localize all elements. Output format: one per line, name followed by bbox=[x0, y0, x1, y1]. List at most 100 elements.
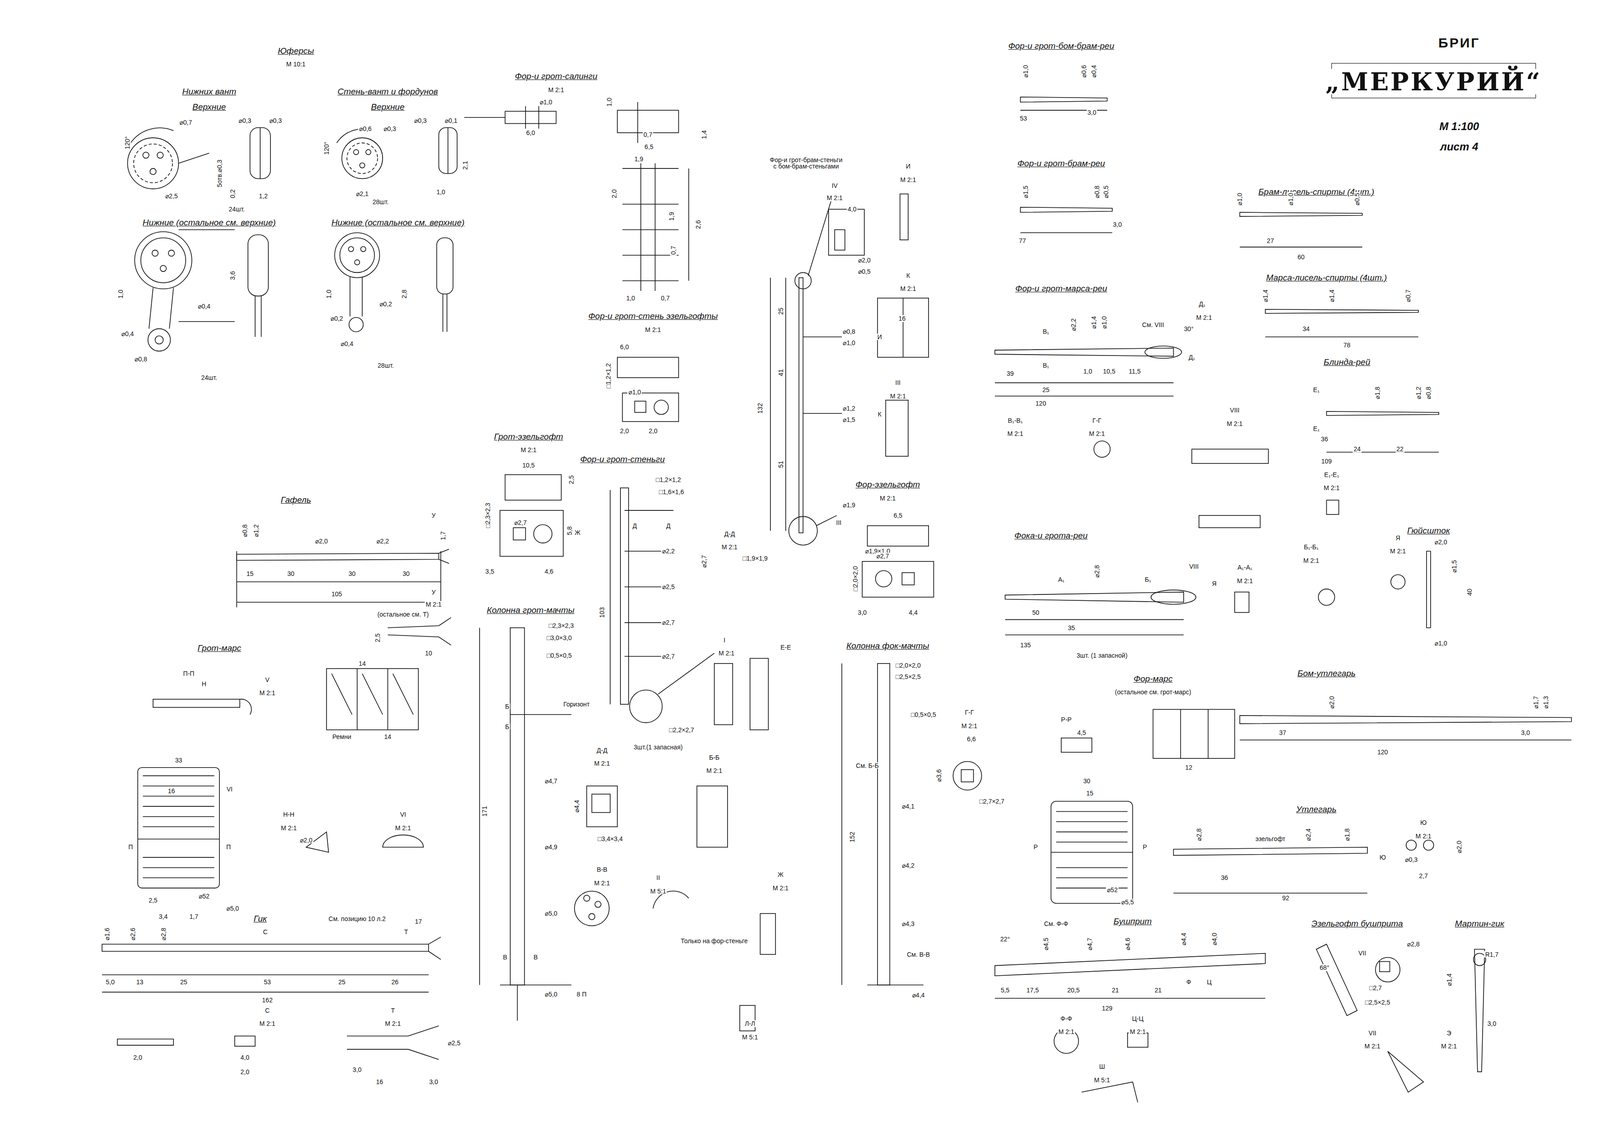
dimension-label: 1,0 bbox=[625, 294, 636, 302]
dimension-label: II bbox=[655, 874, 662, 882]
part-name: Нижних вант bbox=[181, 87, 238, 97]
part-name: Фор-и грот-стеньги bbox=[579, 454, 666, 464]
dimension-label: 3,0 bbox=[1486, 1020, 1498, 1027]
dimension-label: ⌀1,4 bbox=[1090, 315, 1098, 330]
gaff bbox=[236, 549, 452, 645]
dimension-label: 24шт. bbox=[200, 374, 219, 382]
part-name: Фор-эзельгофт bbox=[854, 480, 922, 490]
dimension-label: М 2:1 bbox=[1195, 313, 1213, 321]
dimension-label: Т bbox=[390, 1007, 397, 1014]
dimension-label: 162 bbox=[261, 996, 274, 1004]
dimension-label: ⌀0,4 bbox=[196, 303, 212, 310]
dimension-label: М 10:1 bbox=[285, 60, 307, 68]
dimension-label: К bbox=[905, 272, 911, 280]
dimension-label: ⌀2,0 bbox=[298, 836, 314, 844]
part-name: Гюйсшток bbox=[1406, 526, 1451, 536]
dimension-label: У bbox=[430, 512, 437, 519]
dimension-label: 120° bbox=[124, 135, 131, 151]
dimension-label: 53 bbox=[1019, 115, 1029, 122]
dimension-label: □2,3×2,3 bbox=[547, 622, 575, 630]
dimension-label: ⌀0,5 bbox=[1102, 184, 1110, 200]
dimension-label: Ц bbox=[1205, 978, 1213, 985]
dimension-label: Ш bbox=[1098, 1063, 1106, 1070]
dimension-label: Только на фор-стеньге bbox=[675, 937, 754, 945]
dimension-label: Е₁ bbox=[1312, 425, 1321, 433]
dimension-label: 6,0 bbox=[619, 343, 630, 351]
dimension-label: ⌀2,7 bbox=[875, 552, 891, 560]
dimension-label: 92 bbox=[1281, 894, 1291, 902]
dimension-label: ⌀4,7 bbox=[1086, 936, 1094, 952]
dimension-label: 120 bbox=[1034, 399, 1047, 407]
dimension-label: 28шт. bbox=[376, 362, 395, 369]
dimension-label: 50 bbox=[1031, 608, 1041, 616]
dimension-label: Ю bbox=[1378, 853, 1387, 861]
dimension-label: 41 bbox=[777, 368, 784, 378]
dimension-label: В₁-В₁ bbox=[1007, 417, 1024, 425]
dimension-label: 129 bbox=[1100, 1004, 1114, 1012]
dimension-label: эзельгофт bbox=[1254, 835, 1287, 843]
dimension-label: Г-Г bbox=[964, 709, 975, 716]
dimension-label: 2,6 bbox=[694, 219, 702, 230]
dimension-label: М 2:1 bbox=[593, 760, 612, 767]
dimension-label: ⌀0,7 bbox=[1404, 288, 1412, 304]
dimension-label: ⌀0,3 bbox=[1404, 855, 1419, 863]
dimension-label: Ремни bbox=[331, 733, 353, 741]
dimension-label: Э bbox=[1446, 1029, 1453, 1036]
dimension-label: 4,0 bbox=[239, 1054, 251, 1061]
dimension-label: 4,0 bbox=[846, 205, 858, 213]
dimension-label: 10,5 bbox=[521, 461, 536, 469]
dimension-label: VIII bbox=[1229, 406, 1241, 414]
dimension-label: 2,0 bbox=[647, 427, 658, 434]
dimension-label: ⌀1,0 bbox=[1022, 64, 1030, 79]
dimension-label: 30° bbox=[1183, 325, 1195, 332]
dimension-label: М 2:1 bbox=[825, 194, 844, 202]
dimension-label: М 2:1 bbox=[258, 1020, 276, 1027]
dimension-label: 0,7 bbox=[670, 244, 677, 256]
dimension-label: 36 bbox=[1220, 874, 1230, 882]
dimension-label: Б₁ bbox=[1143, 576, 1153, 584]
dimension-label: ⌀2,0 bbox=[857, 256, 872, 264]
part-name: Нижние (остальное см. верхние) bbox=[141, 218, 277, 228]
dimension-label: С bbox=[264, 1007, 271, 1014]
dimension-label: М 2:1 bbox=[258, 689, 276, 697]
dimension-label: VI bbox=[225, 785, 234, 793]
dimension-label: 2,8 bbox=[400, 288, 408, 299]
top-platform bbox=[137, 668, 424, 888]
part-name: Фор-и грот-бом-брам-реи bbox=[1007, 41, 1116, 51]
dimension-label: 3шт. (1 запасной) bbox=[1075, 651, 1129, 659]
dimension-label: 135 bbox=[1019, 641, 1032, 649]
dimension-label: 2,0 bbox=[132, 1054, 143, 1061]
dimension-label: 21 bbox=[1153, 986, 1163, 994]
boom bbox=[102, 936, 441, 1059]
dimension-label: В bbox=[532, 953, 539, 961]
dimension-label: Д bbox=[665, 522, 672, 529]
dimension-label: ⌀0,2 bbox=[329, 315, 345, 322]
dimension-label: □2,7 bbox=[1368, 984, 1383, 992]
dimension-label: Г-Г bbox=[1091, 417, 1103, 425]
dimension-label: ⌀1,5 bbox=[1450, 559, 1458, 574]
part-name: Гафель bbox=[279, 495, 313, 505]
dimension-label: М 2:1 bbox=[1128, 1028, 1147, 1036]
dimension-label: 109 bbox=[1320, 457, 1333, 465]
part-name: Юферсы bbox=[276, 46, 315, 56]
bowsprit bbox=[994, 709, 1572, 1102]
dimension-label: ⌀2,6 bbox=[129, 926, 136, 942]
dimension-label: П bbox=[225, 843, 232, 851]
dimension-label: 15 bbox=[245, 570, 255, 578]
dimension-label: ⌀0,6 bbox=[358, 125, 373, 132]
dimension-label: 2,0 bbox=[619, 427, 630, 434]
dimension-label: 132 bbox=[756, 401, 764, 415]
dimension-label: □3,0×3,0 bbox=[545, 634, 573, 642]
dimension-label: ⌀1,4 bbox=[1445, 972, 1453, 987]
dimension-label: ⌀4,1 bbox=[900, 802, 916, 810]
dimension-label: Ю bbox=[1419, 819, 1428, 826]
dimension-label: 25 bbox=[179, 978, 189, 985]
dimension-label: 6,0 bbox=[525, 129, 536, 136]
dimension-label: □0,5×0,5 bbox=[909, 710, 938, 718]
dimension-label: ⌀1,7 bbox=[1532, 695, 1540, 710]
dimension-label: 34 bbox=[1301, 325, 1311, 332]
dimension-label: ⌀1,5 bbox=[841, 415, 857, 423]
dimension-label: ⌀2,0 bbox=[314, 537, 329, 545]
dimension-label: ⌀2,2 bbox=[1070, 317, 1078, 332]
dimension-label: М 2:1 bbox=[705, 767, 724, 775]
